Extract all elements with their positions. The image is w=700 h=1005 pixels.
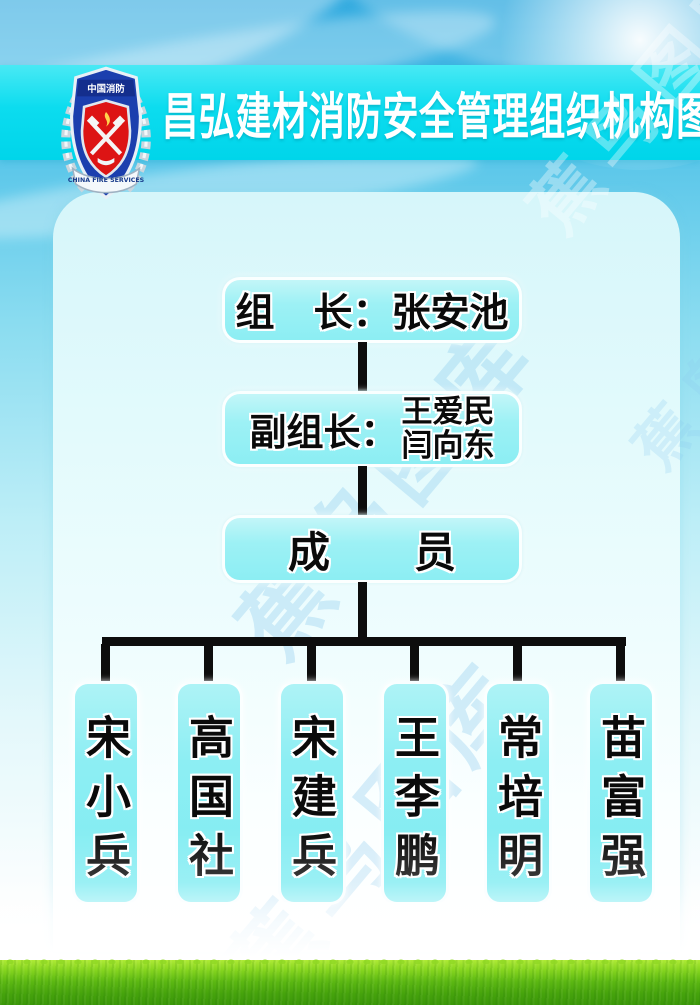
node-group-leader: 组 长 ： 张安池 (222, 277, 522, 343)
connector-vertical-1 (358, 342, 367, 392)
connector-vertical-2 (358, 466, 367, 516)
leader-name: 张安池 (391, 291, 509, 336)
node-member-6: 苗富强 (587, 681, 655, 905)
deputy-name-1: 王爱民 (401, 394, 495, 430)
grass-strip (0, 956, 700, 1005)
badge-top-text: 中国消防 (87, 83, 125, 95)
connector-vertical-3 (358, 582, 367, 640)
connector-drop-3 (307, 644, 316, 682)
node-member-4: 王李鹏 (381, 681, 449, 905)
deputy-role-label: 副组长 (249, 411, 361, 454)
connector-drop-1 (101, 644, 110, 682)
deputy-name-2: 闫向东 (401, 428, 495, 464)
leader-role-label: 组 长 (235, 291, 353, 336)
leader-colon: ： (352, 291, 392, 336)
members-label: 成 员 (287, 527, 456, 577)
connector-drop-5 (513, 644, 522, 682)
node-member-2: 高国社 (175, 681, 243, 905)
connector-horizontal (102, 637, 626, 646)
node-deputy-leaders: 副组长 ： 王爱民 闫向东 (222, 391, 522, 467)
connector-drop-4 (410, 644, 419, 682)
node-member-1: 宋小兵 (72, 681, 140, 905)
badge-bottom-text: CHINA FIRE SERVICES (68, 177, 145, 184)
node-member-3: 宋建兵 (278, 681, 346, 905)
node-members-label: 成 员 (222, 515, 522, 583)
connector-drop-6 (616, 644, 625, 682)
connector-drop-2 (204, 644, 213, 682)
node-member-5: 常培明 (484, 681, 552, 905)
deputy-colon: ： (360, 411, 398, 454)
china-fire-services-emblem-icon: 中国消防 CHINA FIRE SERVICES (52, 62, 160, 208)
